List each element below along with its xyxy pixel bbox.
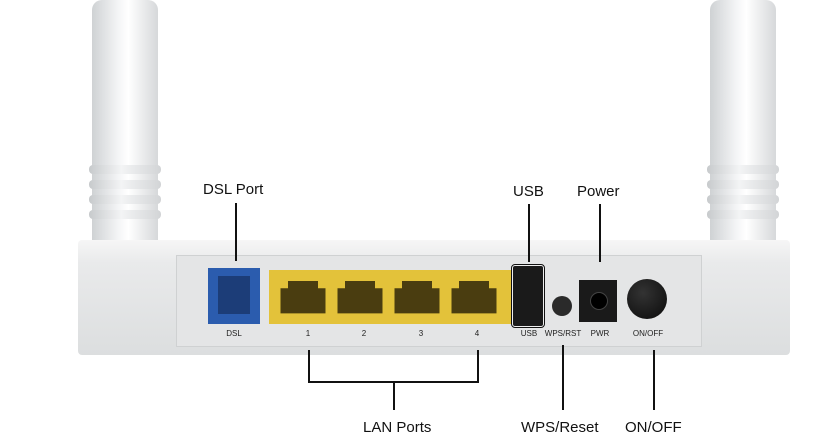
onoff-leader-line (653, 350, 655, 410)
wps-reset-callout: WPS/Reset (521, 419, 599, 436)
usb-label: USB (520, 329, 538, 338)
lan-leader-line (393, 381, 395, 410)
wps-reset-button (552, 296, 572, 316)
lan-port-4 (451, 281, 497, 314)
lan-port-3 (394, 281, 440, 314)
lan-label-1: 1 (305, 329, 311, 338)
usb-callout: USB (513, 183, 544, 200)
lan-ports-callout: LAN Ports (363, 419, 432, 436)
lan-label-4: 4 (474, 329, 480, 338)
lan-port-1 (280, 281, 326, 314)
power-callout: Power (577, 183, 620, 200)
lan-label-3: 3 (418, 329, 424, 338)
onoff-label: ON/OFF (632, 329, 664, 338)
onoff-callout: ON/OFF (625, 419, 682, 436)
dsl-port (208, 268, 260, 324)
usb-leader-line (528, 204, 530, 262)
on-off-button (627, 279, 667, 319)
lan-bracket-left (308, 350, 310, 383)
lan-port-2 (337, 281, 383, 314)
usb-port (511, 264, 545, 328)
pwr-label: PWR (590, 329, 610, 338)
power-leader-line (599, 204, 601, 262)
wps-label: WPS/RST (544, 329, 582, 338)
dsl-port-callout: DSL Port (203, 181, 264, 198)
dsl-leader-line (235, 203, 237, 261)
lan-bracket-right (477, 350, 479, 383)
lan-label-2: 2 (361, 329, 367, 338)
power-jack (579, 280, 617, 322)
dsl-label: DSL (226, 329, 242, 338)
wps-leader-line (562, 345, 564, 410)
